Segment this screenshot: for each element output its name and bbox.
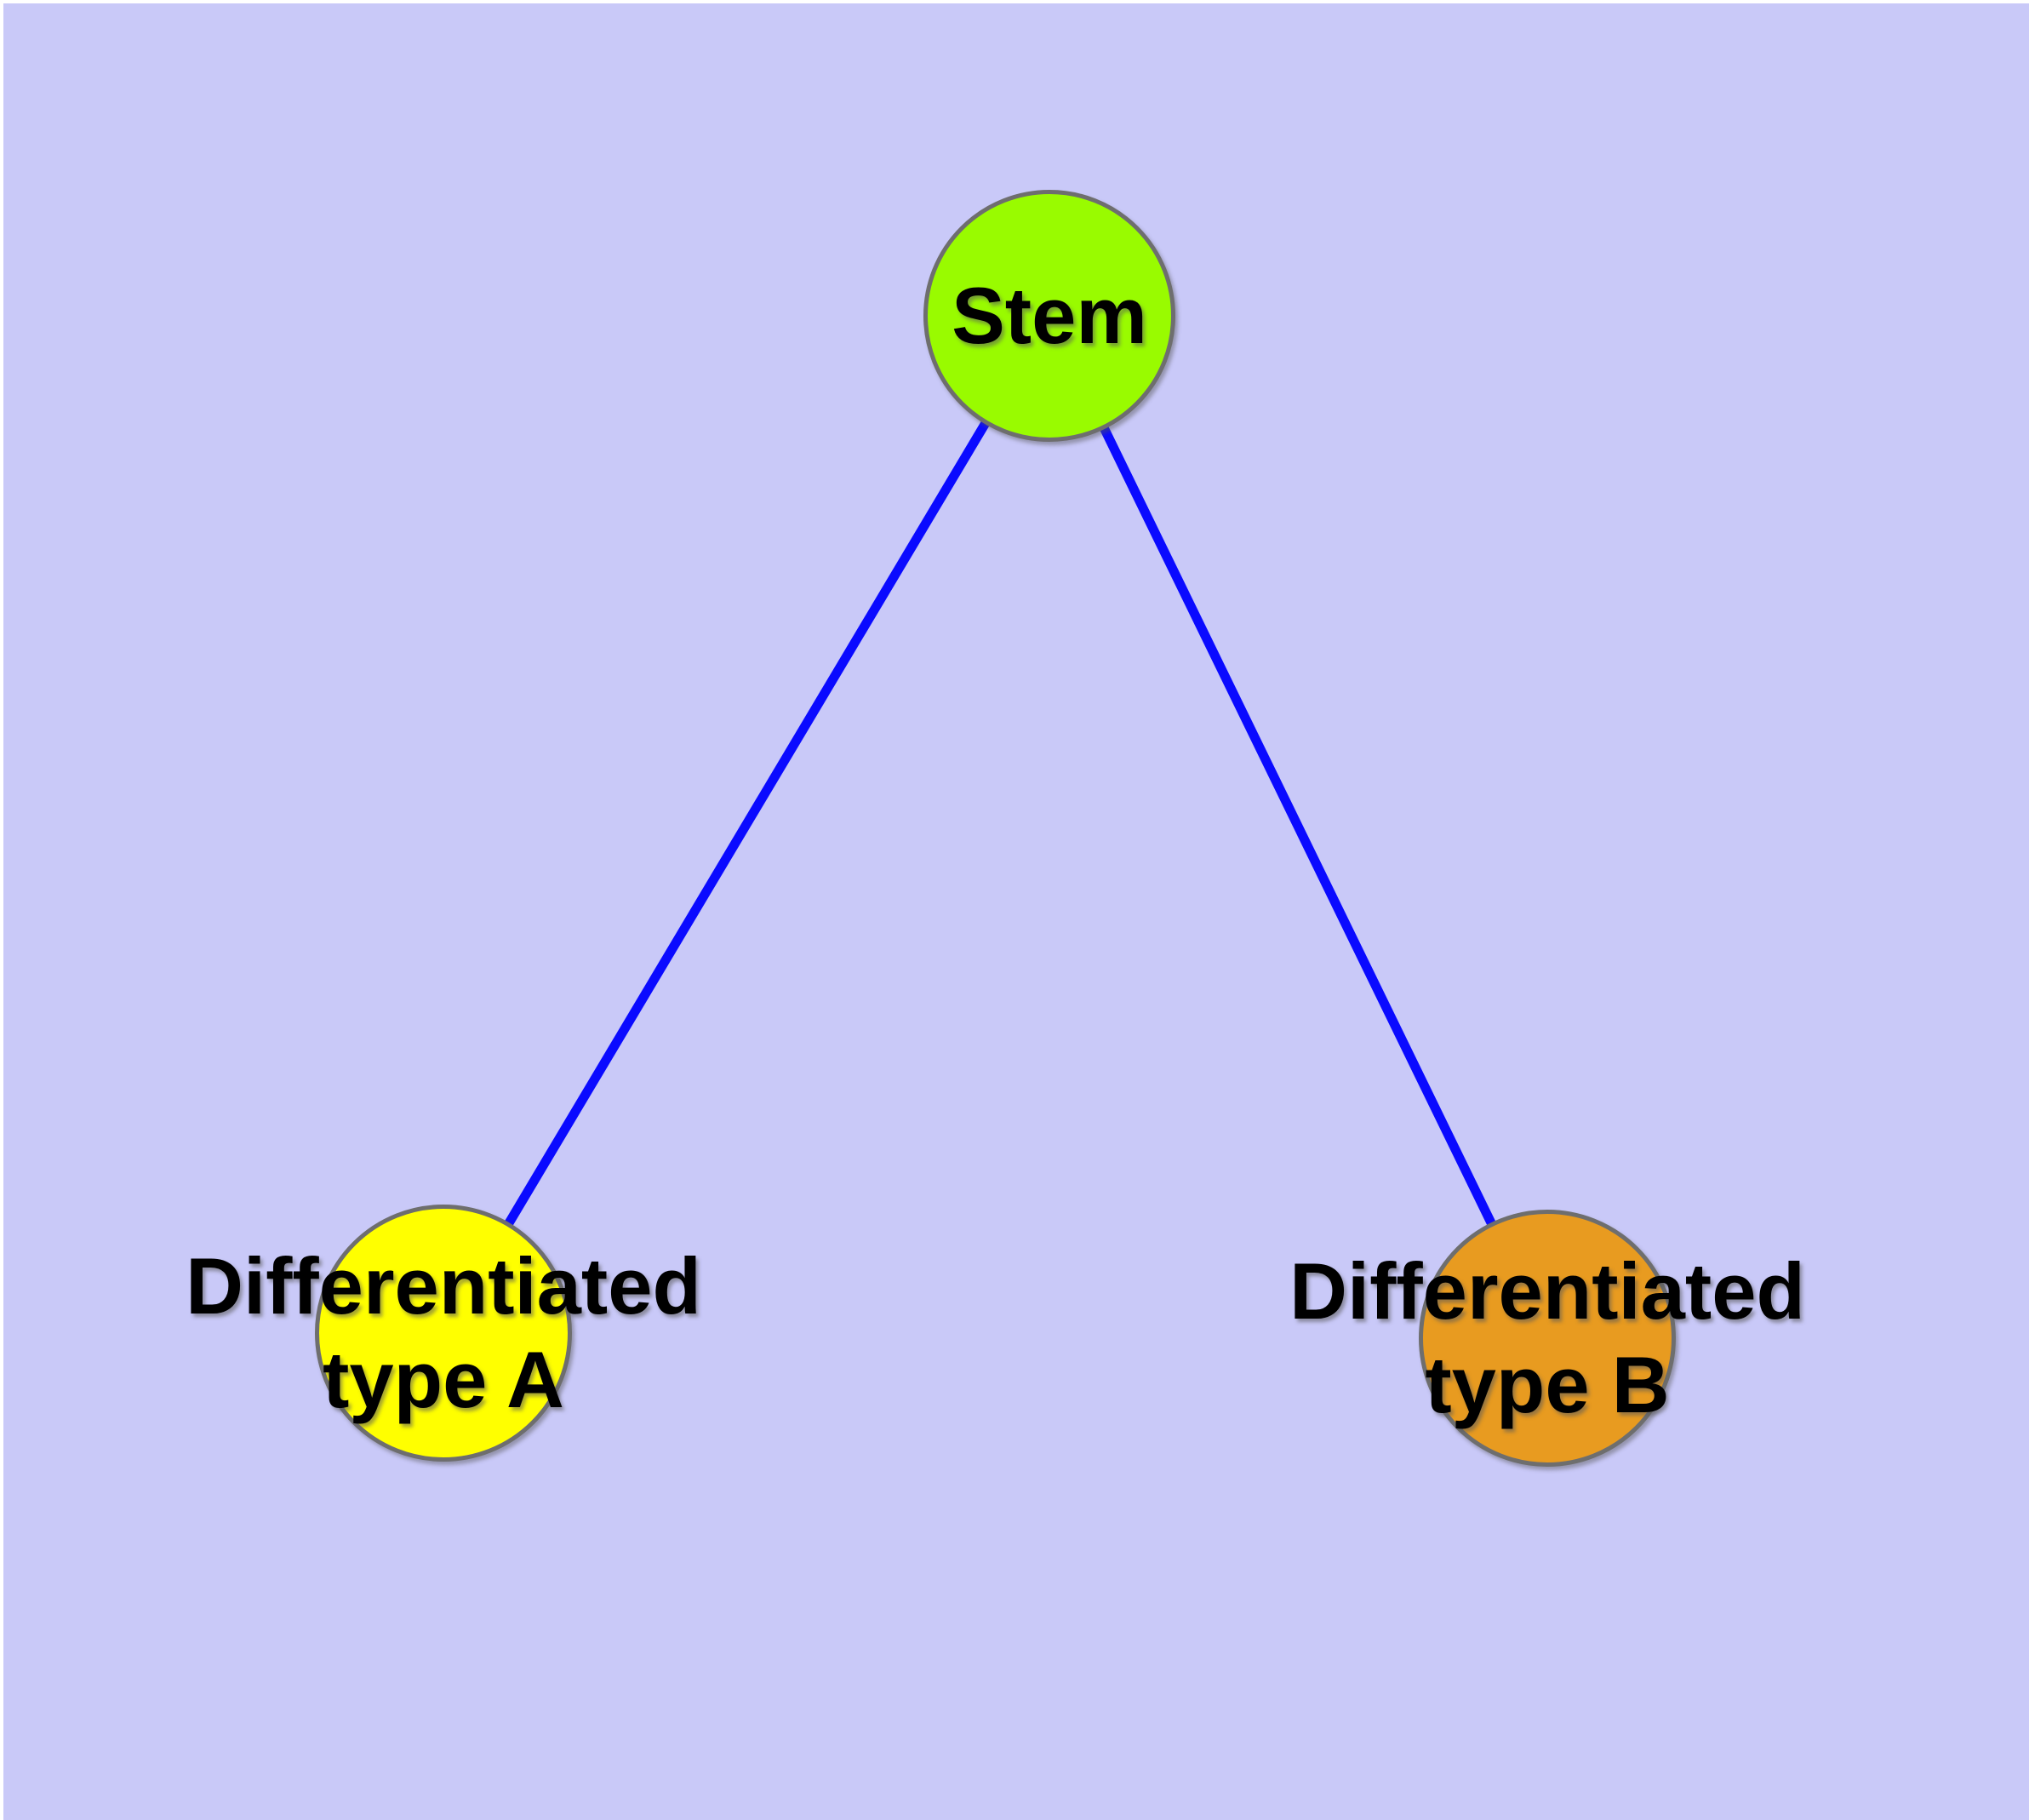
edge-stem-to-type-a[interactable] bbox=[439, 313, 1054, 1336]
edge-stem-to-type-b[interactable] bbox=[1045, 313, 1552, 1341]
node-differentiated-type-a[interactable] bbox=[315, 1205, 572, 1462]
node-stem[interactable] bbox=[923, 190, 1175, 442]
node-differentiated-type-b[interactable] bbox=[1419, 1210, 1676, 1467]
